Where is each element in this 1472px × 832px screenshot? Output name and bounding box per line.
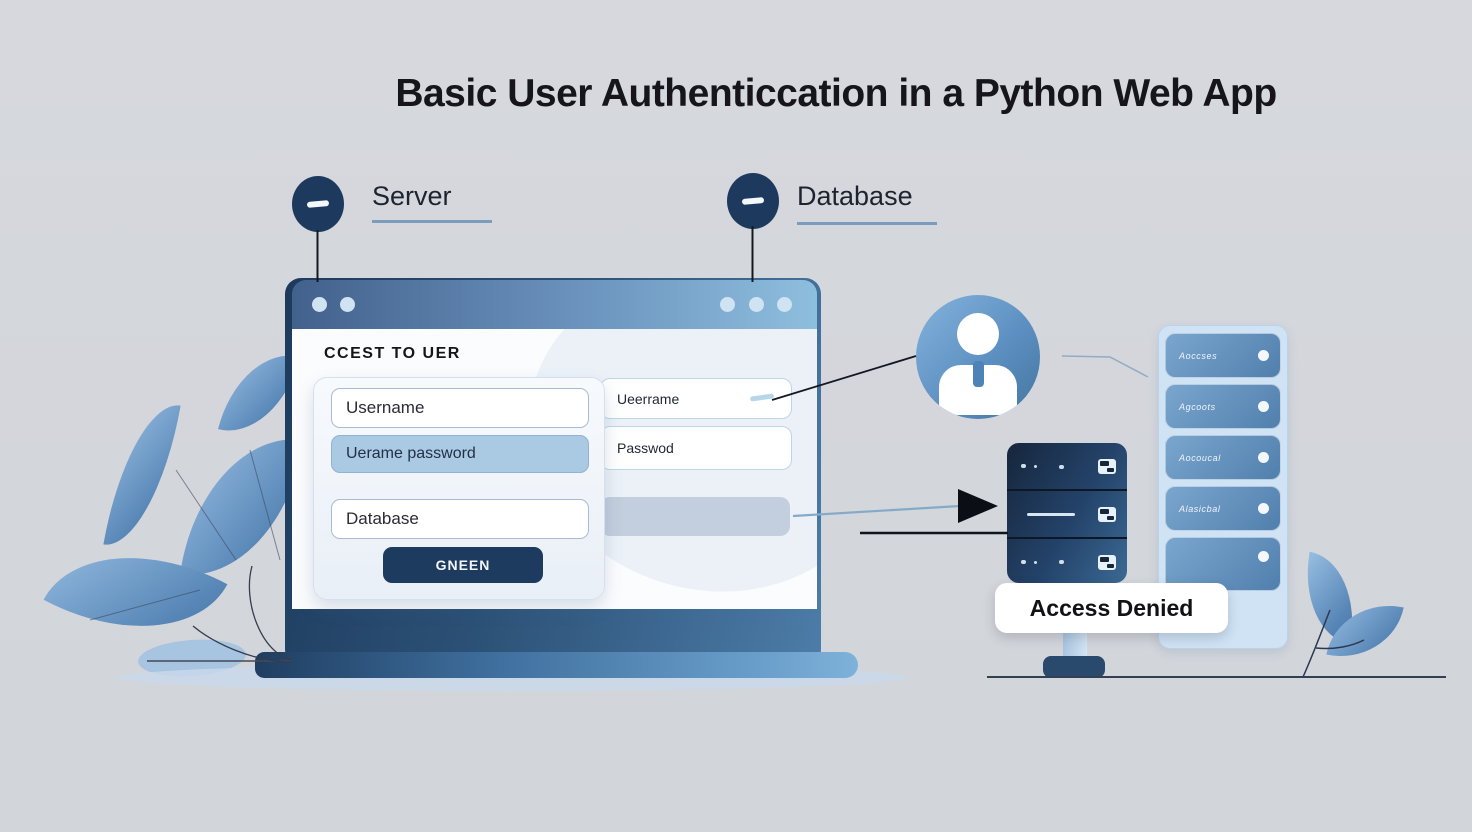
record-row: Agcoots xyxy=(1165,384,1281,429)
status-dot-icon xyxy=(1258,503,1269,514)
form-heading: CCEST TO UER xyxy=(324,345,461,362)
drive-icon xyxy=(1098,506,1116,522)
server-unit xyxy=(1007,443,1127,491)
window-dot-icon xyxy=(340,297,355,312)
arrowhead-icon xyxy=(958,489,998,523)
access-denied-badge: Access Denied xyxy=(995,583,1228,633)
window-dot-icon xyxy=(749,297,764,312)
status-dot-icon xyxy=(1258,452,1269,463)
server-unit xyxy=(1007,539,1127,583)
led-dot-icon xyxy=(1059,560,1064,564)
database-underline xyxy=(797,222,937,225)
window-dot-icon xyxy=(312,297,327,312)
avatar-to-panel-line xyxy=(1061,355,1149,378)
laptop-base xyxy=(255,652,858,678)
record-row xyxy=(1165,537,1281,591)
server-node-icon xyxy=(292,176,344,232)
server-underline xyxy=(372,220,492,223)
minus-icon xyxy=(741,197,765,205)
submit-button[interactable]: GNEEN xyxy=(383,547,543,583)
monitor-stand-base xyxy=(1043,656,1105,678)
login-card: Username Uerame password Database GNEEN xyxy=(313,377,605,600)
led-dot-icon xyxy=(1034,465,1037,468)
led-dot-icon xyxy=(1021,560,1026,564)
record-label: Alasicbal xyxy=(1179,503,1221,514)
side-password-field[interactable]: Passwod xyxy=(600,426,792,470)
status-dot-icon xyxy=(1258,350,1269,361)
database-input[interactable]: Database xyxy=(331,499,589,539)
username-input[interactable]: Username xyxy=(331,388,589,428)
avatar-tie xyxy=(972,361,984,387)
database-label: Database xyxy=(797,181,913,211)
password-input[interactable]: Uerame password xyxy=(331,435,589,473)
status-dot-icon xyxy=(1258,550,1269,562)
page-title: Basic User Authenticcation in a Python W… xyxy=(395,72,1277,115)
server-unit xyxy=(1007,491,1127,539)
slot-line-icon xyxy=(1027,513,1075,516)
drive-icon xyxy=(1098,554,1116,570)
record-label: Aoccses xyxy=(1179,350,1218,361)
database-node-icon xyxy=(727,173,779,229)
led-dot-icon xyxy=(1034,561,1037,564)
minus-icon xyxy=(306,200,330,208)
record-row: Aoccses xyxy=(1165,333,1281,378)
status-dot-icon xyxy=(1258,401,1269,412)
leaf-decoration xyxy=(103,396,181,554)
record-label: Agcoots xyxy=(1179,401,1216,412)
server-label: Server xyxy=(372,181,452,211)
disabled-field xyxy=(600,497,790,536)
record-row: Alasicbal xyxy=(1165,486,1281,531)
led-dot-icon xyxy=(1021,464,1026,468)
server-stack xyxy=(1007,443,1127,583)
drive-icon xyxy=(1098,458,1116,474)
record-label: Aocoucal xyxy=(1179,452,1221,463)
window-dot-icon xyxy=(777,297,792,312)
browser-titlebar xyxy=(292,280,817,329)
window-dot-icon xyxy=(720,297,735,312)
avatar-head xyxy=(957,313,999,355)
user-avatar-icon xyxy=(916,295,1040,419)
record-row: Aocoucal xyxy=(1165,435,1281,480)
led-dot-icon xyxy=(1059,465,1064,469)
